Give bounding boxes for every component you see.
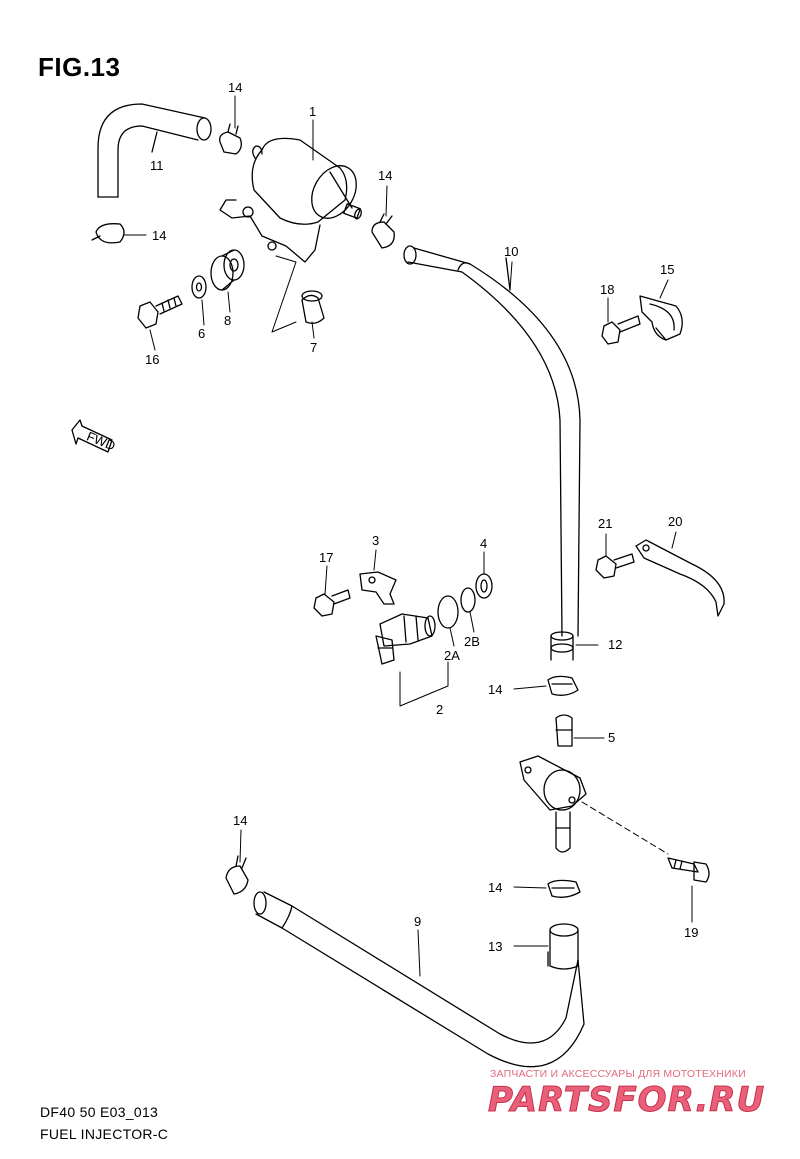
hose-part-9 — [253, 891, 585, 1068]
callout-17: 17 — [319, 550, 333, 565]
callout-20: 20 — [668, 514, 682, 529]
fastener-guide-line — [581, 801, 669, 855]
clamp-part-14-b — [91, 223, 125, 244]
clip-part-15 — [639, 295, 683, 341]
strap-part-20 — [635, 539, 725, 617]
callout-3: 3 — [372, 533, 379, 548]
callout-14: 14 — [488, 880, 502, 895]
callout-9: 9 — [414, 914, 421, 929]
bolt-part-21 — [595, 553, 635, 579]
callout-14: 14 — [378, 168, 392, 183]
callout-14: 14 — [228, 80, 242, 95]
callout-19: 19 — [684, 925, 698, 940]
o-ring-part-2a — [437, 595, 459, 629]
clamp-part-14-a — [219, 123, 242, 155]
hose-part-11 — [97, 103, 212, 198]
collar-part-7 — [301, 290, 325, 324]
fuel-injector-part-2 — [375, 613, 436, 665]
clamp-part-14-c — [371, 213, 395, 249]
bracket-part-3 — [359, 571, 397, 605]
callout-14: 14 — [152, 228, 166, 243]
callout-2: 2 — [436, 702, 443, 717]
callout-16: 16 — [145, 352, 159, 367]
callout-7: 7 — [310, 340, 317, 355]
callout-8: 8 — [224, 313, 231, 328]
callout-14: 14 — [233, 813, 247, 828]
bolt-part-16 — [137, 295, 183, 329]
clamp-part-14-f — [547, 879, 581, 898]
callout-2b: 2B — [464, 634, 480, 649]
grommet-part-8 — [210, 249, 245, 291]
clamp-part-14-d — [547, 675, 579, 696]
callout-2a: 2A — [444, 648, 460, 663]
callout-1: 1 — [309, 104, 316, 119]
washer-part-6 — [191, 275, 207, 299]
forward-direction-arrow — [71, 419, 113, 453]
forward-label: FWD — [85, 428, 118, 453]
callout-21: 21 — [598, 516, 612, 531]
hose-part-10 — [403, 245, 581, 661]
callout-15: 15 — [660, 262, 674, 277]
callout-14: 14 — [488, 682, 502, 697]
fuel-joint-part-5 — [519, 714, 587, 853]
callout-13: 13 — [488, 939, 502, 954]
o-ring-part-2b — [460, 587, 476, 613]
model-code: DF40 50 E03_013 — [40, 1104, 159, 1120]
figure-name: FUEL INJECTOR-C — [40, 1126, 169, 1142]
bolt-part-18 — [601, 315, 641, 345]
figure-title: FIG.13 — [38, 52, 121, 82]
callout-10: 10 — [504, 244, 518, 259]
callout-labels: 14 1 14 11 14 10 15 18 6 8 7 16 20 21 3 … — [145, 80, 698, 954]
watermark-tagline: ЗАПЧАСТИ И АКСЕССУАРЫ ДЛЯ МОТОТЕХНИКИ — [490, 1068, 746, 1080]
fuel-filter-part-1 — [219, 137, 362, 263]
hose-end-part-13 — [547, 923, 579, 970]
watermark-logo: PARTSFOR.RU — [487, 1080, 766, 1121]
callout-18: 18 — [600, 282, 614, 297]
callout-5: 5 — [608, 730, 615, 745]
leader-lines — [123, 95, 693, 977]
callout-4: 4 — [480, 536, 487, 551]
callout-12: 12 — [608, 637, 622, 652]
bolt-part-17 — [313, 589, 351, 617]
seal-part-4 — [475, 573, 493, 599]
screw-part-19 — [667, 857, 710, 883]
callout-11: 11 — [150, 158, 164, 173]
callout-6: 6 — [198, 326, 205, 341]
clamp-part-14-e — [225, 855, 249, 895]
